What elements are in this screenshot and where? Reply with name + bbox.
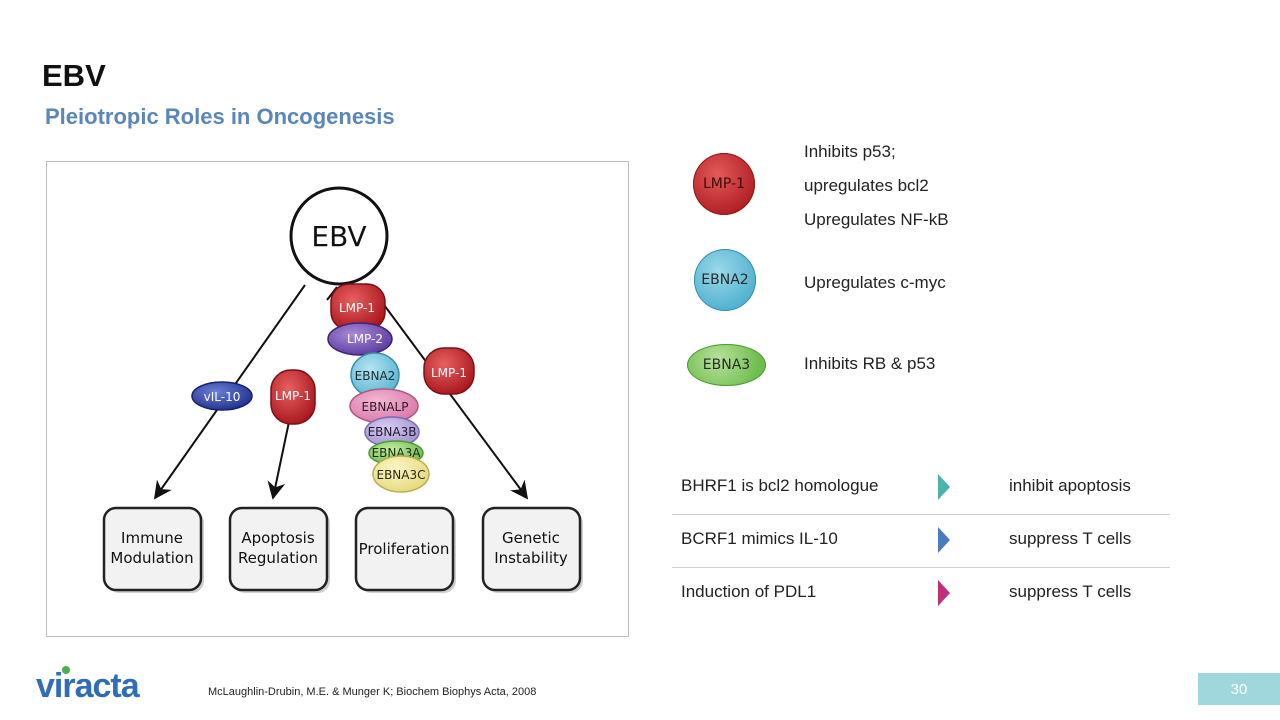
cluster-ebnalp-label: EBNALP <box>362 400 409 414</box>
cluster-ebna3c <box>372 455 430 493</box>
box-immune-line2: Modulation <box>110 549 193 567</box>
table-row: Induction of PDL1 suppress T cells <box>672 568 1170 620</box>
box-apoptosis-regulation: Apoptosis Regulation <box>228 506 330 593</box>
arrow-to-apoptosis <box>267 416 291 500</box>
table-cell-mechanism: BHRF1 is bcl2 homologue <box>681 476 879 495</box>
table-cell-effect: suppress T cells <box>1009 529 1132 548</box>
legend-ebna3-line1: Inhibits RB & p53 <box>804 354 936 373</box>
ebv-node-label: EBV <box>311 220 366 253</box>
table-row: BHRF1 is bcl2 homologue inhibit apoptosi… <box>672 462 1170 515</box>
citation-text: McLaughlin-Drubin, M.E. & Munger K; Bioc… <box>208 686 537 698</box>
svg-text:viracta: viracta <box>36 667 141 704</box>
box-genetic-instability: Genetic Instability <box>481 506 583 593</box>
table-row: BCRF1 mimics IL-10 suppress T cells <box>672 515 1170 568</box>
legend-ebna2-line1: Upregulates c-myc <box>804 273 946 292</box>
box-immune-line1: Immune <box>121 529 183 547</box>
triangle-arrow-icon <box>938 580 950 606</box>
legend-lmp1-text: Inhibits p53; upregulates bcl2 Upregulat… <box>804 135 949 237</box>
ebv-node <box>289 186 389 286</box>
table-cell-effect: suppress T cells <box>1009 582 1132 601</box>
ebv-diagram: EBV vIL-10 LMP-1 LMP-1 LMP-1 LMP-2 EBNA2… <box>46 161 629 637</box>
box-proliferation-line1: Proliferation <box>359 540 450 558</box>
box-genetic-line2: Instability <box>494 549 568 567</box>
legend-ebna2-label: EBNA2 <box>701 272 749 288</box>
table-cell-mechanism: Induction of PDL1 <box>681 582 817 601</box>
left-lmp1-oval <box>270 369 316 425</box>
triangle-arrow-icon <box>938 527 950 553</box>
vil10-label: vIL-10 <box>204 390 241 404</box>
legend-ebna3-label: EBNA3 <box>702 357 751 373</box>
viracta-logo: viracta <box>36 664 172 709</box>
cluster-ebna2-label: EBNA2 <box>355 369 396 383</box>
legend-ebna2-pill: EBNA2 <box>694 249 756 311</box>
right-lmp1-oval <box>423 347 475 395</box>
page-number: 30 <box>1230 680 1248 698</box>
legend-lmp1-label: LMP-1 <box>703 176 745 192</box>
table-cell-effect: inhibit apoptosis <box>1009 476 1131 495</box>
box-genetic-line1: Genetic <box>502 529 560 547</box>
cluster-ebna3c-label: EBNA3C <box>376 468 425 482</box>
right-lmp1-label: LMP-1 <box>431 366 467 380</box>
slide-subtitle: Pleiotropic Roles in Oncogenesis <box>45 104 395 129</box>
cluster-lmp1-label: LMP-1 <box>339 301 375 315</box>
legend-ebna2-text: Upregulates c-myc <box>804 266 946 300</box>
vil10-oval <box>191 381 253 411</box>
protein-cluster: LMP-1 LMP-2 EBNA2 EBNALP EBNA3B EBNA3A E… <box>327 283 430 493</box>
cluster-ebna3b-label: EBNA3B <box>368 425 417 439</box>
table-cell-mechanism: BCRF1 mimics IL-10 <box>681 529 838 548</box>
legend-ebna3-text: Inhibits RB & p53 <box>804 347 935 381</box>
legend-ebna3-pill: EBNA3 <box>687 344 766 386</box>
slide-title: EBV <box>42 58 106 93</box>
box-apoptosis-line2: Regulation <box>238 549 318 567</box>
legend-lmp1-line2: upregulates bcl2 <box>804 176 929 195</box>
legend-lmp1-pill: LMP-1 <box>693 153 755 215</box>
mechanism-table: BHRF1 is bcl2 homologue inhibit apoptosi… <box>672 462 1170 620</box>
box-proliferation: Proliferation <box>354 506 456 593</box>
box-apoptosis-line1: Apoptosis <box>241 529 315 547</box>
page-number-badge: 30 <box>1198 673 1280 705</box>
legend-lmp1-line1: Inhibits p53; <box>804 142 896 161</box>
left-lmp1-label: LMP-1 <box>275 389 311 403</box>
box-immune-modulation: Immune Modulation <box>102 506 204 593</box>
legend-lmp1-line3: Upregulates NF-kB <box>804 210 949 229</box>
cluster-lmp2 <box>327 322 393 356</box>
cluster-lmp2-label: LMP-2 <box>347 332 383 346</box>
triangle-arrow-icon <box>938 474 950 500</box>
